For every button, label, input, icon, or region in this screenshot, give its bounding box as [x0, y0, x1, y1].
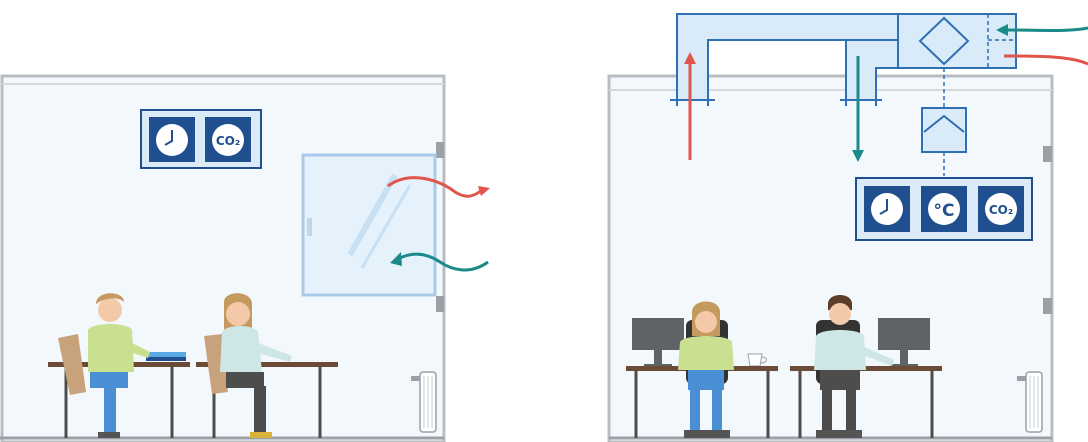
temperature-label: °C: [934, 201, 955, 221]
radiator: [1017, 371, 1043, 433]
co2-icon: CO₂: [205, 117, 251, 162]
left-sensor-panel: CO₂: [140, 109, 262, 169]
office-worker-man: [814, 295, 894, 438]
fresh-air-in-arrow: [395, 252, 489, 272]
clock-icon: [149, 117, 195, 162]
ventilation-ducts: [670, 13, 1017, 176]
office-worker-woman: [678, 301, 734, 438]
supply-vent: [840, 99, 882, 106]
tilted-window: [301, 153, 437, 297]
student-boy: [58, 293, 150, 438]
room-airflow: [684, 52, 864, 162]
wall-bracket: [1043, 298, 1052, 314]
svg-text:CO₂: CO₂: [989, 203, 1013, 217]
co2-icon: CO₂: [978, 186, 1024, 232]
right-room: °C CO₂: [607, 13, 1088, 442]
wall-bracket: [436, 142, 444, 158]
radiator: [411, 371, 437, 433]
fresh-air-intake-arrow: [1005, 26, 1088, 32]
left-room: CO₂: [0, 74, 490, 442]
heat-exchanger-icon: [918, 16, 970, 66]
right-control-panel: °C CO₂: [855, 177, 1033, 241]
window-airflow: [387, 176, 490, 272]
book: [146, 357, 186, 361]
warm-air-out-arrow: [387, 176, 483, 198]
svg-text:CO₂: CO₂: [216, 134, 240, 148]
student-girl: [204, 293, 292, 438]
book: [146, 352, 186, 357]
desk: [790, 366, 942, 438]
exhaust-air-out-arrow: [1003, 54, 1088, 66]
wall-bracket: [436, 296, 444, 312]
temperature-icon: °C: [921, 186, 967, 232]
computer-monitor: [878, 318, 930, 367]
heat-exchanger-unit: [897, 13, 1017, 69]
filter-icon: [921, 107, 967, 153]
wall-bracket: [1043, 146, 1052, 162]
exhaust-vent: [670, 99, 715, 106]
computer-monitor: [632, 318, 684, 367]
clock-icon: [864, 186, 910, 232]
outdoor-airflow: [996, 24, 1088, 66]
